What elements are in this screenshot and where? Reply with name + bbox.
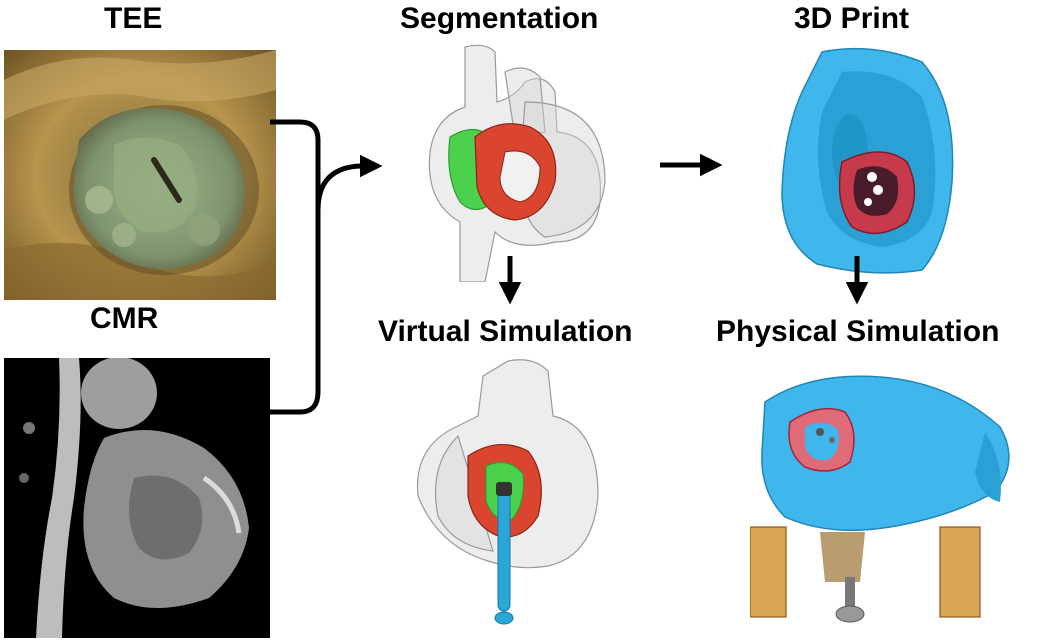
tee-label: TEE — [104, 2, 163, 35]
physical-simulation-image — [750, 352, 1046, 638]
bracket-connector — [270, 119, 321, 415]
arrow-to-segmentation — [315, 154, 383, 211]
tee-image — [4, 50, 276, 300]
segmentation-label: Segmentation — [400, 2, 599, 35]
physical-simulation-label: Physical Simulation — [716, 315, 1000, 348]
virtual-simulation-image — [398, 356, 614, 638]
virtual-simulation-label: Virtual Simulation — [378, 315, 633, 348]
segmentation-image — [405, 42, 615, 282]
print-image — [772, 42, 972, 278]
cmr-label: CMR — [90, 302, 159, 335]
print-label: 3D Print — [794, 2, 910, 35]
cmr-image — [4, 358, 270, 638]
